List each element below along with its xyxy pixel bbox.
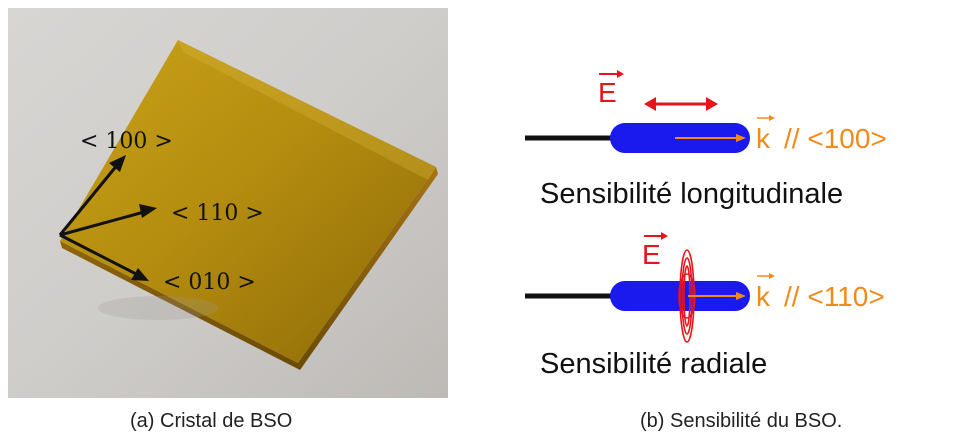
axis-100-arrow xyxy=(58,163,120,236)
axis-010-label: < 010 > xyxy=(163,270,256,295)
caption-b: (b) Sensibilité du BSO. xyxy=(640,410,843,432)
e-label-bottom: E xyxy=(642,239,661,270)
direction-label-bottom: // <110> xyxy=(784,281,885,312)
direction-label-top: // <100> xyxy=(784,123,887,154)
caption-a: (a) Cristal de BSO xyxy=(130,410,293,432)
e-label-top: E xyxy=(598,77,617,108)
crystal-plate xyxy=(60,40,436,363)
radial-sensor: E k // <110> Sensibilité radiale xyxy=(525,232,885,380)
axis-010-arrow xyxy=(59,233,139,277)
longitudinal-label: Sensibilité longitudinale xyxy=(540,178,843,210)
radial-label: Sensibilité radiale xyxy=(540,348,767,380)
longitudinal-sensor: E k // <100> Sensibilité longitudinale xyxy=(525,70,887,210)
k-label-bottom: k xyxy=(756,281,771,312)
k-label-top: k xyxy=(756,123,771,154)
sensitivity-diagram: E k // <100> Sensibilité longitudinale E xyxy=(510,60,950,390)
axis-100-label: < 100 > xyxy=(80,129,173,154)
crystal-photo: < 100 > < 110 > < 010 > xyxy=(8,8,448,398)
axis-110-label: < 110 > xyxy=(171,201,264,226)
axis-110-arrow xyxy=(59,210,145,237)
